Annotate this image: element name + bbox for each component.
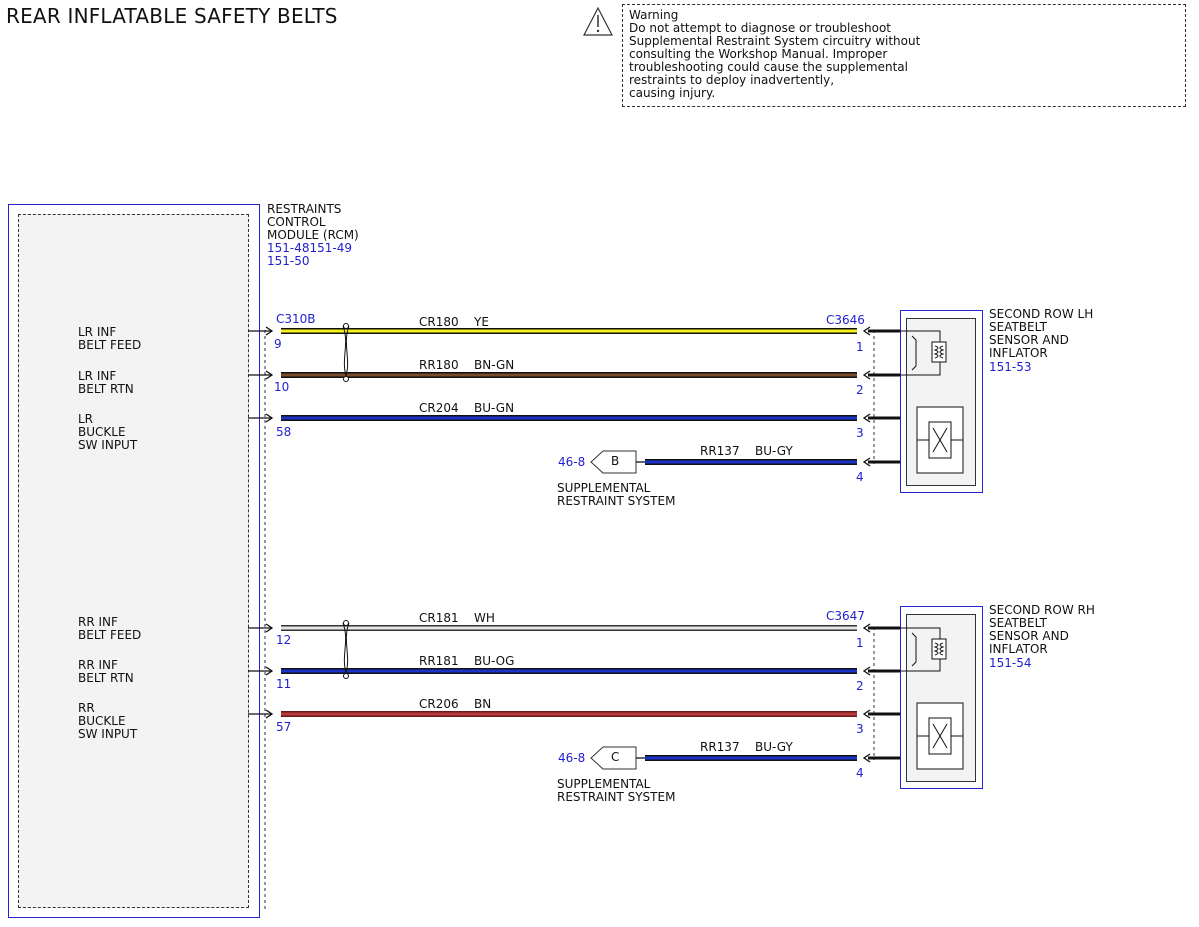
wire-label-circuit: RR180: [419, 358, 459, 372]
signal-lr-buckle-sw-input: LR BUCKLE SW INPUT: [78, 412, 138, 452]
offpage-letter-c: C: [611, 750, 620, 764]
warning-triangle-icon: [583, 6, 613, 36]
c3646-pin-1: 1: [856, 340, 864, 354]
wire-cr180[interactable]: [281, 328, 857, 334]
rh-buckle-switch-icon: [916, 702, 964, 770]
c3646-pin-3: 3: [856, 426, 864, 440]
rh-component-name: SECOND ROW RH SEATBELT SENSOR AND INFLAT…: [989, 603, 1095, 656]
rcm-ref-1[interactable]: 151-48151-49: [267, 241, 353, 255]
signal-lr-inf-belt-rtn: LR INF BELT RTN: [78, 369, 134, 396]
wire-label-color: BU-GY: [755, 444, 793, 458]
rh-inflator-icon: [900, 627, 947, 672]
wire-rr137-rh[interactable]: [645, 755, 857, 761]
offpage-ref-b[interactable]: 46-8: [558, 455, 586, 469]
wire-label-color: BU-OG: [474, 654, 515, 668]
signal-rr-buckle-sw-input: RR BUCKLE SW INPUT: [78, 701, 138, 741]
signal-rr-inf-belt-rtn: RR INF BELT RTN: [78, 658, 134, 685]
wire-label-circuit: CR181: [419, 611, 459, 625]
wire-label-color: BN-GN: [474, 358, 515, 372]
lh-buckle-switch-icon: [916, 406, 964, 474]
wire-label-circuit: CR204: [419, 401, 459, 415]
warning-text: Warning Do not attempt to diagnose or tr…: [629, 8, 921, 100]
wire-label-color: BU-GY: [755, 740, 793, 754]
wire-label-circuit: CR206: [419, 697, 459, 711]
offpage-system-c: SUPPLEMENTAL RESTRAINT SYSTEM: [557, 777, 676, 804]
connector-c3646[interactable]: C3646: [826, 313, 865, 327]
wire-label-circuit: CR180: [419, 315, 459, 329]
c3647-pin-3: 3: [856, 722, 864, 736]
page-title: REAR INFLATABLE SAFETY BELTS: [6, 4, 338, 28]
rcm-module-body: [18, 214, 249, 908]
rcm-module-name: RESTRAINTS CONTROL MODULE (RCM): [267, 202, 359, 242]
lh-component-name: SECOND ROW LH SEATBELT SENSOR AND INFLAT…: [989, 307, 1094, 360]
lh-inflator-icon: [900, 330, 947, 376]
connector-c310b[interactable]: C310B: [276, 312, 316, 326]
rcm-ref-2[interactable]: 151-50: [267, 254, 310, 268]
signal-rr-inf-belt-feed: RR INF BELT FEED: [78, 615, 142, 642]
wire-rr180[interactable]: [281, 372, 857, 378]
wire-rr137-lh[interactable]: [645, 459, 857, 465]
rh-component-ref[interactable]: 151-54: [989, 656, 1032, 670]
c3647-pin-2: 2: [856, 679, 864, 693]
twisted-pair-icon: [342, 323, 350, 382]
rcm-pin-57: 57: [276, 720, 292, 734]
rcm-pin-10: 10: [274, 380, 290, 394]
connector-c3647[interactable]: C3647: [826, 609, 865, 623]
offpage-letter-b: B: [611, 454, 620, 468]
wire-label-color: BN: [474, 697, 492, 711]
c3647-pin-1: 1: [856, 636, 864, 650]
rcm-pin-12: 12: [276, 633, 292, 647]
offpage-connector-c-icon[interactable]: [590, 746, 645, 770]
warning-box: [622, 4, 1186, 107]
wire-cr204[interactable]: [281, 415, 857, 421]
c3647-pin-4: 4: [856, 766, 864, 780]
wire-label-circuit: RR181: [419, 654, 459, 668]
offpage-system-b: SUPPLEMENTAL RESTRAINT SYSTEM: [557, 481, 676, 508]
wire-label-color: BU-GN: [474, 401, 515, 415]
c3646-pin-2: 2: [856, 383, 864, 397]
wire-label-color: YE: [474, 315, 489, 329]
rcm-pin-11: 11: [276, 677, 292, 691]
wire-label-circuit: RR137: [700, 740, 740, 754]
c3646-pin-4: 4: [856, 470, 864, 484]
rcm-pin-9: 9: [274, 337, 282, 351]
offpage-ref-c[interactable]: 46-8: [558, 751, 586, 765]
signal-lr-inf-belt-feed: LR INF BELT FEED: [78, 325, 142, 352]
twisted-pair-icon: [342, 620, 350, 679]
wire-cr181[interactable]: [281, 625, 857, 631]
wire-cr206[interactable]: [281, 711, 857, 717]
wire-rr181[interactable]: [281, 668, 857, 674]
wire-label-circuit: RR137: [700, 444, 740, 458]
rcm-pin-58: 58: [276, 425, 292, 439]
wire-label-color: WH: [474, 611, 495, 625]
lh-component-ref[interactable]: 151-53: [989, 360, 1032, 374]
offpage-connector-b-icon[interactable]: [590, 450, 645, 474]
